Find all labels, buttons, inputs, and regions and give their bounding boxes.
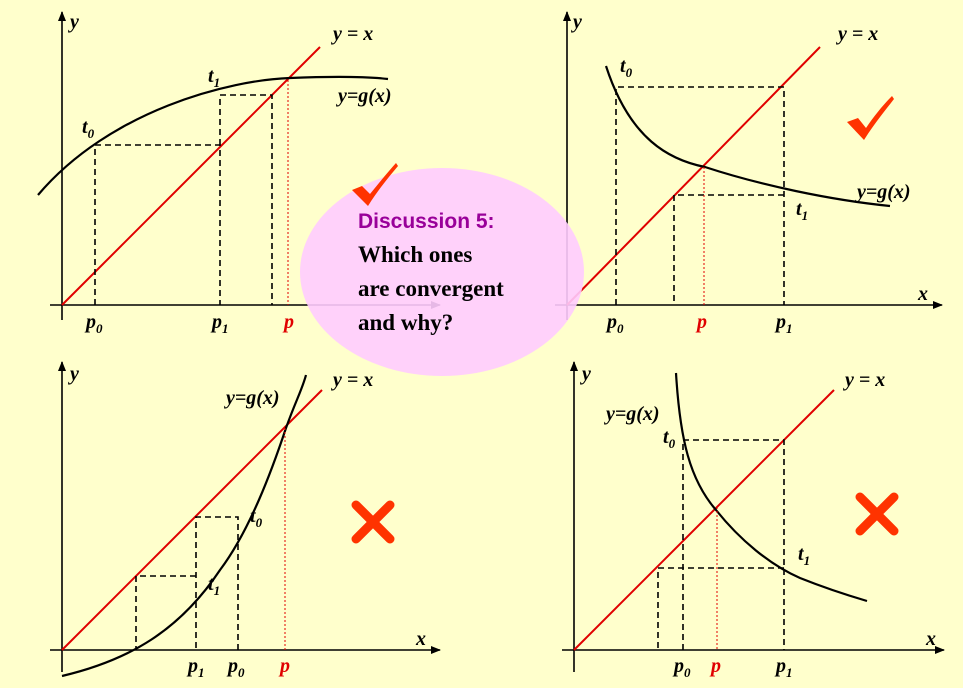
fixed-point-p-label: p	[278, 655, 290, 677]
fixed-point-p-label: p	[695, 311, 707, 333]
iteration-steps	[615, 86, 785, 305]
point-p1-label: p1	[774, 655, 793, 680]
point-t0-label: t0	[250, 505, 263, 530]
iteration-steps	[94, 94, 273, 305]
point-t0-label: t0	[82, 116, 95, 141]
x-axis-label: x	[415, 628, 426, 650]
g-curve-label: y=g(x)	[224, 387, 280, 409]
point-p1-label: p1	[186, 655, 205, 680]
point-p0-label: p0	[605, 311, 624, 336]
identity-line	[61, 46, 321, 306]
y-axis-label: y	[571, 11, 582, 33]
point-t0-label: t0	[620, 55, 633, 80]
callout-bubble	[300, 168, 584, 376]
panel-bottom-left: y x y = x y=g(x) t0 t1 p1 p0 p	[50, 361, 441, 680]
identity-line-label: y = x	[331, 23, 373, 45]
fixed-point-p-label: p	[282, 311, 294, 333]
point-p1-label: p1	[774, 311, 793, 336]
identity-line	[61, 389, 323, 651]
fixed-point-p-label: p	[709, 655, 721, 677]
g-curve	[604, 65, 891, 208]
panel-bottom-right: y x y = x y=g(x) t0 t1 p0 p p1	[562, 361, 945, 680]
panel-top-left: y y = x y=g(x) t0 t1 p0 p1 p	[37, 11, 441, 336]
g-curve-label: y=g(x)	[604, 403, 660, 425]
point-t1-label: t1	[798, 543, 810, 568]
identity-line	[573, 389, 835, 651]
y-axis-label: y	[68, 11, 79, 33]
point-p1-label: p1	[210, 311, 229, 336]
callout-line-2: are convergent	[358, 276, 504, 301]
checkmark-icon	[847, 96, 894, 140]
x-axis-label: x	[917, 283, 928, 305]
callout-line-3: and why?	[358, 310, 453, 335]
iteration-steps	[657, 439, 785, 650]
y-axis-label: y	[68, 363, 79, 385]
identity-line	[566, 46, 821, 306]
g-curve-label: y=g(x)	[855, 181, 911, 203]
point-t0-label: t0	[663, 426, 676, 451]
point-p0-label: p0	[84, 311, 103, 336]
g-curve	[37, 75, 389, 196]
identity-line-label: y = x	[843, 369, 885, 391]
identity-line-label: y = x	[836, 23, 878, 45]
point-t1-label: t1	[796, 198, 808, 223]
callout-title: Discussion 5:	[358, 210, 495, 233]
g-curve-label: y=g(x)	[336, 85, 392, 107]
panel-top-right: y x y = x y=g(x) t0 t1 p0 p p1	[555, 11, 943, 336]
cross-icon	[351, 500, 395, 544]
discussion-callout: Discussion 5: Which ones are convergent …	[300, 163, 584, 376]
point-p0-label: p0	[226, 655, 245, 680]
callout-line-1: Which ones	[358, 242, 472, 267]
iteration-steps	[135, 516, 239, 650]
g-curve	[61, 374, 308, 678]
cross-icon	[855, 492, 899, 536]
x-axis-label: x	[925, 628, 936, 650]
point-p0-label: p0	[672, 655, 691, 680]
y-axis-label: y	[580, 363, 591, 385]
point-t1-label: t1	[208, 65, 220, 90]
checkmark-icon	[352, 163, 398, 206]
point-t1-label: t1	[208, 573, 220, 598]
g-curve	[674, 372, 868, 603]
identity-line-label: y = x	[331, 369, 373, 391]
